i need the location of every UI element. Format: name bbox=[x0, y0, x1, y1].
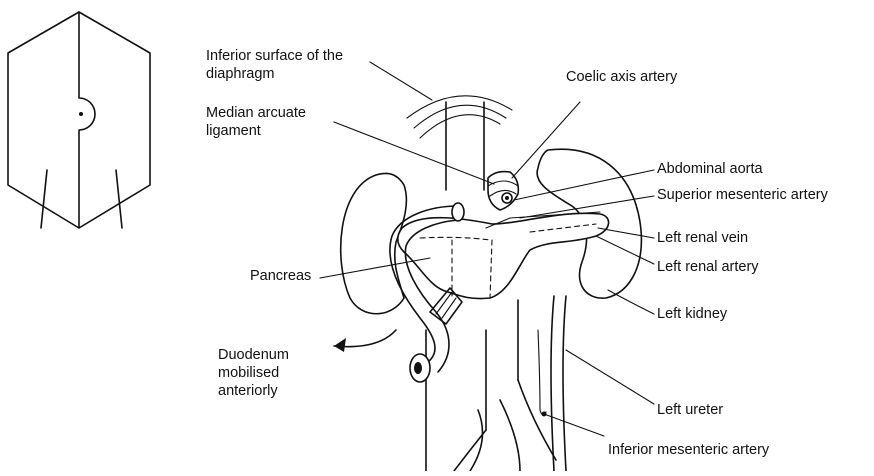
label-left-kidney: Left kidney bbox=[657, 305, 727, 323]
label-duodenum: Duodenum mobilised anteriorly bbox=[218, 346, 330, 400]
label-superior-mesenteric: Superior mesenteric artery bbox=[657, 186, 828, 204]
label-median-arcuate: Median arcuate ligament bbox=[206, 104, 326, 140]
label-coelic-axis: Coelic axis artery bbox=[566, 68, 677, 86]
label-pancreas: Pancreas bbox=[250, 267, 311, 285]
label-left-renal-vein: Left renal vein bbox=[657, 229, 748, 247]
label-left-renal-artery: Left renal artery bbox=[657, 258, 759, 276]
label-inferior-surface: Inferior surface of the diaphragm bbox=[206, 47, 384, 83]
label-abdominal-aorta: Abdominal aorta bbox=[657, 160, 763, 178]
coelic-axis bbox=[488, 172, 518, 210]
label-inferior-mesenteric: Inferior mesenteric artery bbox=[608, 441, 769, 459]
duodenum-arrow bbox=[334, 330, 396, 352]
incision-key-hexagon bbox=[8, 12, 150, 228]
label-left-ureter: Left ureter bbox=[657, 401, 723, 419]
right-kidney bbox=[341, 173, 407, 313]
diaphragm-arcs bbox=[407, 96, 512, 138]
